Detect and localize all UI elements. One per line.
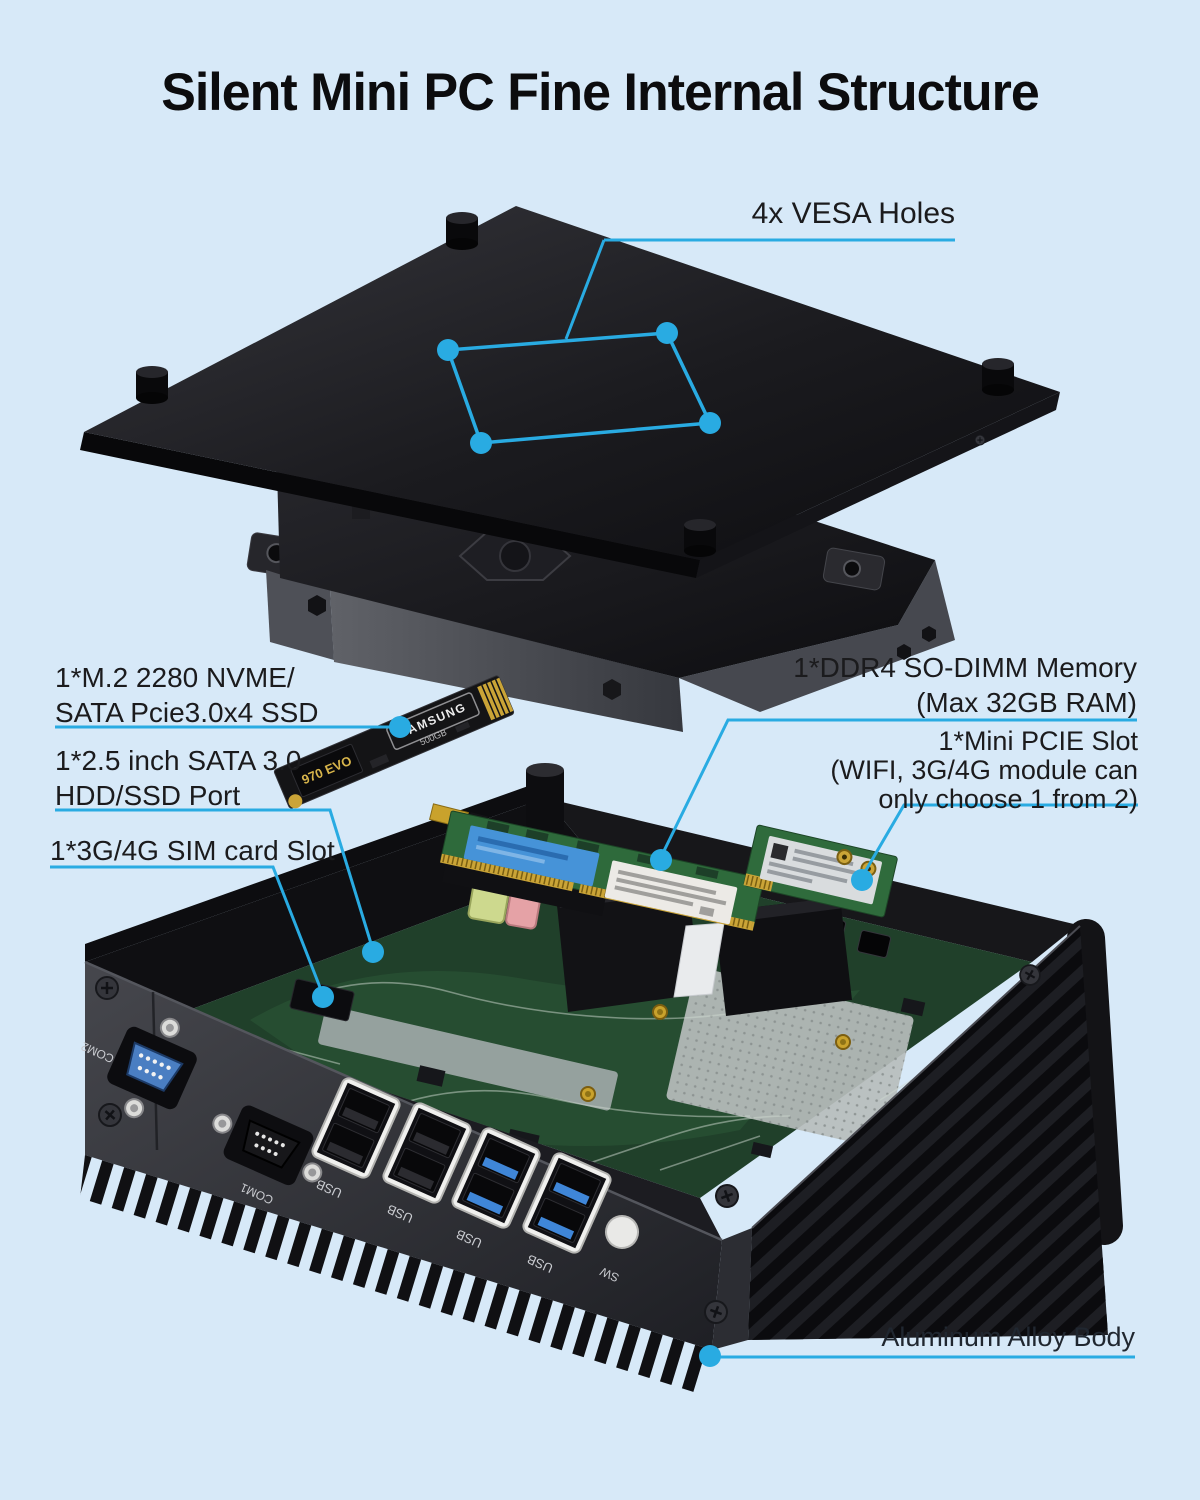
callout-line-hdd: [55, 808, 375, 951]
label-sim-slot: 1*3G/4G SIM card Slot: [50, 835, 335, 866]
vesa-holes-marker: [437, 239, 721, 454]
antenna-post: [526, 763, 564, 830]
page-title: Silent Mini PC Fine Internal Structure: [161, 63, 1040, 122]
heatsink-fins-right: [748, 926, 1108, 1340]
usb3-ports-1: USB: [451, 1127, 541, 1251]
ribbon-cable: [673, 922, 725, 998]
callout-line-ram: [659, 718, 1137, 858]
usb3-ports-2: USB: [522, 1152, 612, 1276]
heatsink-fins-front: [80, 1155, 712, 1394]
callout-lines: [50, 238, 1138, 1367]
callout-line-pcie: [860, 803, 1138, 878]
label-aluminum-body: Aluminum Alloy Body: [881, 1322, 1135, 1352]
label-ddr4-memory: 1*DDR4 SO-DIMM Memory (Max 32GB RAM): [793, 652, 1137, 718]
m2-ssd: SAMSUNG 970 EVO 500GB: [273, 675, 515, 809]
label-sata-hdd: 1*2.5 inch SATA 3.0 HDD/SSD Port: [55, 745, 302, 811]
wifi-module: [743, 824, 898, 918]
ram-module: [440, 810, 765, 931]
label-vesa-holes: 4x VESA Holes: [751, 197, 955, 230]
top-cover-plate: [80, 206, 1060, 578]
label-m2-ssd: 1*M.2 2280 NVME/ SATA Pcie3.0x4 SSD: [55, 662, 319, 728]
mobo-screws: [580, 1004, 851, 1102]
chassis-body: COM2 COM1: [79, 925, 1108, 1394]
usb2-ports-2: USB: [382, 1102, 472, 1226]
callout-line-sim: [50, 865, 325, 996]
label-mini-pcie: 1*Mini PCIE Slot (WIFI, 3G/4G module can…: [830, 726, 1138, 814]
